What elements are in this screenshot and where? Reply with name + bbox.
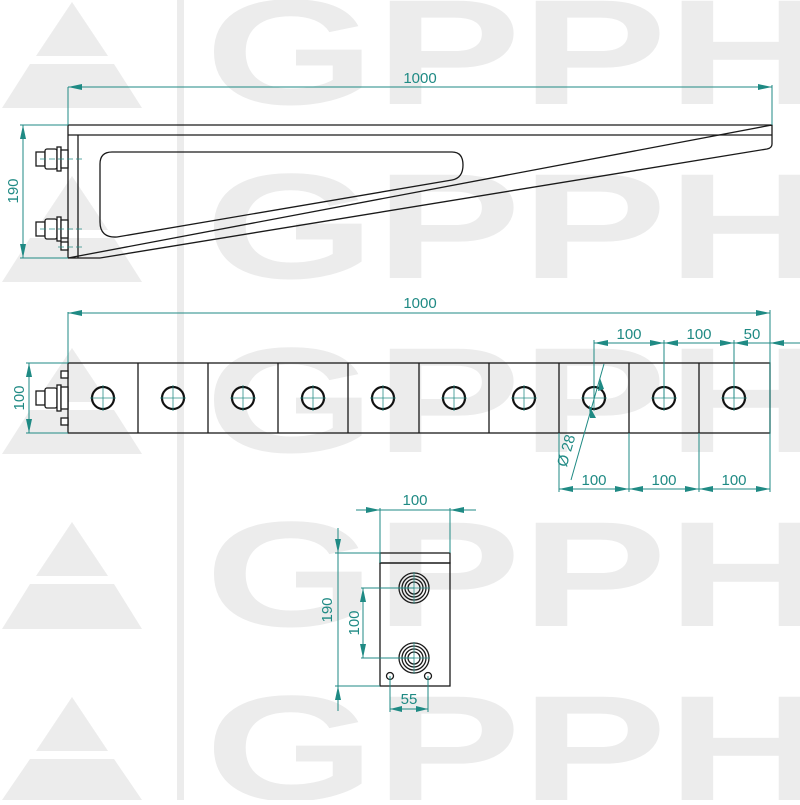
hole-icon <box>230 385 256 411</box>
dim-width-top: 100 <box>11 385 28 410</box>
dim-bolt-spacing: 100 <box>346 610 363 635</box>
bolt-icon <box>35 370 69 426</box>
side-view: 1000 190 <box>5 70 773 259</box>
triangle-logo-icon <box>2 176 142 282</box>
hole-icon <box>90 385 116 411</box>
dim-spacing-bottom-3: 100 <box>721 472 746 489</box>
top-view: 1000 100 100 100 50 Ø 28 <box>11 295 800 492</box>
watermark-text: GPPH <box>205 142 800 310</box>
hole-icon <box>370 385 396 411</box>
end-view: 100 190 100 55 <box>319 492 476 712</box>
watermark-text: GPPH <box>205 664 800 800</box>
dim-spacing-bottom-2: 100 <box>651 472 676 489</box>
hole-icon <box>160 385 186 411</box>
triangle-logo-icon <box>2 697 142 800</box>
dim-spacing-top-1: 100 <box>616 326 641 343</box>
dim-pin-spacing: 55 <box>401 691 418 708</box>
dim-spacing-top-2: 100 <box>686 326 711 343</box>
watermark-text: GPPH <box>205 490 800 658</box>
hole-icon <box>441 385 467 411</box>
bolt-icon <box>35 216 82 242</box>
dim-spacing-bottom-1: 100 <box>581 472 606 489</box>
dim-length-top: 1000 <box>403 295 436 312</box>
triangle-logo-icon <box>2 2 142 108</box>
hole-icon <box>300 385 326 411</box>
dim-length-side: 1000 <box>403 70 436 87</box>
dim-height-end: 190 <box>319 597 336 622</box>
dim-spacing-top-3: 50 <box>744 326 761 343</box>
hole-icon <box>511 385 537 411</box>
triangle-logo-icon <box>2 522 142 629</box>
bolt-icon <box>35 146 82 172</box>
dim-width-end: 100 <box>402 492 427 509</box>
dim-height-side: 190 <box>5 178 22 203</box>
watermark-text: GPPH <box>205 0 800 136</box>
